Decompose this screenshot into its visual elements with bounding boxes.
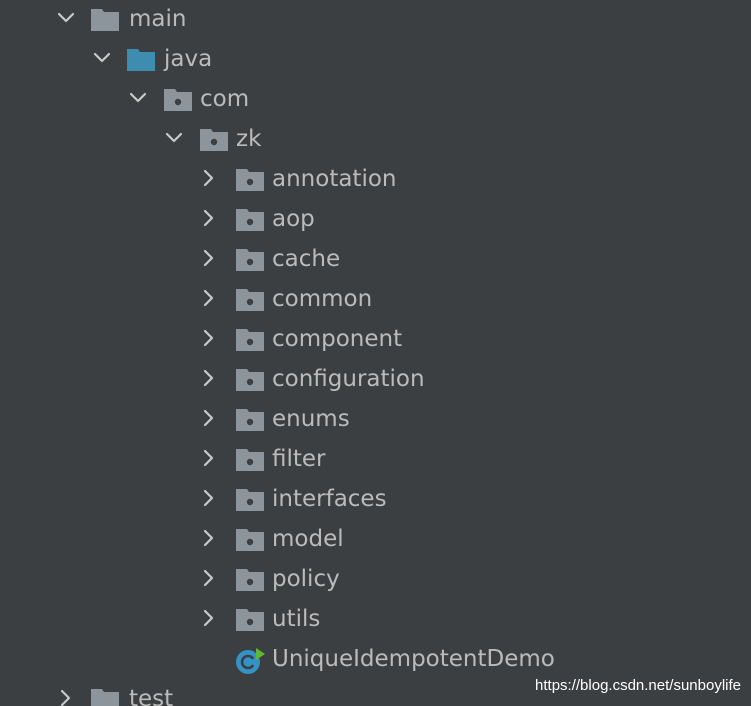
tree-node-label: aop <box>272 206 315 232</box>
tree-node-package[interactable]: utils <box>0 600 751 640</box>
tree-node-java[interactable]: java <box>0 40 751 80</box>
tree-node-label: java <box>164 46 213 72</box>
chevron-right-icon[interactable] <box>200 329 218 347</box>
tree-node-label: annotation <box>272 166 397 192</box>
tree-node-label: test <box>129 686 174 706</box>
tree-node-label: main <box>129 6 187 32</box>
tree-node-label: interfaces <box>272 486 387 512</box>
tree-node-label: com <box>200 86 250 112</box>
tree-node-label: component <box>272 326 403 352</box>
tree-node-package[interactable]: model <box>0 520 751 560</box>
tree-node-zk[interactable]: zk <box>0 120 751 160</box>
chevron-right-icon[interactable] <box>200 369 218 387</box>
tree-node-unique-idempotent-demo[interactable]: UniqueIdempotentDemo <box>0 640 751 680</box>
chevron-right-icon[interactable] <box>200 489 218 507</box>
chevron-right-icon[interactable] <box>200 209 218 227</box>
tree-node-label: policy <box>272 566 340 592</box>
tree-node-label: UniqueIdempotentDemo <box>272 646 555 672</box>
tree-node-label: common <box>272 286 373 312</box>
package-icon <box>164 89 192 111</box>
chevron-down-icon[interactable] <box>93 49 111 67</box>
tree-node-label: configuration <box>272 366 425 392</box>
chevron-right-icon[interactable] <box>200 409 218 427</box>
spring-boot-class-icon <box>235 646 265 676</box>
tree-node-package[interactable]: common <box>0 280 751 320</box>
package-icon <box>236 449 264 471</box>
tree-node-label: utils <box>272 606 321 632</box>
package-icon <box>236 169 264 191</box>
chevron-right-icon[interactable] <box>57 689 75 706</box>
tree-node-label: cache <box>272 246 341 272</box>
tree-node-test[interactable]: test <box>0 680 751 706</box>
tree-node-label: enums <box>272 406 350 432</box>
tree-node-label: model <box>272 526 344 552</box>
tree-node-label: zk <box>236 126 262 152</box>
package-icon <box>200 129 228 151</box>
package-icon <box>236 529 264 551</box>
chevron-down-icon[interactable] <box>57 9 75 27</box>
package-icon <box>236 289 264 311</box>
tree-node-package[interactable]: configuration <box>0 360 751 400</box>
tree-node-package[interactable]: interfaces <box>0 480 751 520</box>
folder-icon <box>91 689 119 706</box>
tree-node-package[interactable]: cache <box>0 240 751 280</box>
chevron-right-icon[interactable] <box>200 569 218 587</box>
tree-node-package[interactable]: annotation <box>0 160 751 200</box>
package-icon <box>236 409 264 431</box>
chevron-right-icon[interactable] <box>200 289 218 307</box>
chevron-right-icon[interactable] <box>200 249 218 267</box>
tree-node-main[interactable]: main <box>0 0 751 40</box>
package-icon <box>236 209 264 231</box>
chevron-right-icon[interactable] <box>200 169 218 187</box>
tree-node-label: filter <box>272 446 326 472</box>
tree-node-package[interactable]: enums <box>0 400 751 440</box>
chevron-right-icon[interactable] <box>200 529 218 547</box>
chevron-right-icon[interactable] <box>200 449 218 467</box>
tree-node-package[interactable]: component <box>0 320 751 360</box>
package-icon <box>236 249 264 271</box>
chevron-down-icon[interactable] <box>165 129 183 147</box>
tree-node-package[interactable]: filter <box>0 440 751 480</box>
chevron-down-icon[interactable] <box>129 89 147 107</box>
package-icon <box>236 329 264 351</box>
folder-icon <box>91 9 119 31</box>
package-icon <box>236 569 264 591</box>
tree-node-package[interactable]: aop <box>0 200 751 240</box>
package-icon <box>236 609 264 631</box>
package-icon <box>236 489 264 511</box>
tree-node-package[interactable]: policy <box>0 560 751 600</box>
package-icon <box>236 369 264 391</box>
chevron-right-icon[interactable] <box>200 609 218 627</box>
watermark-url: https://blog.csdn.net/sunboylife <box>535 677 741 694</box>
source-folder-icon <box>127 49 155 71</box>
tree-node-com[interactable]: com <box>0 80 751 120</box>
